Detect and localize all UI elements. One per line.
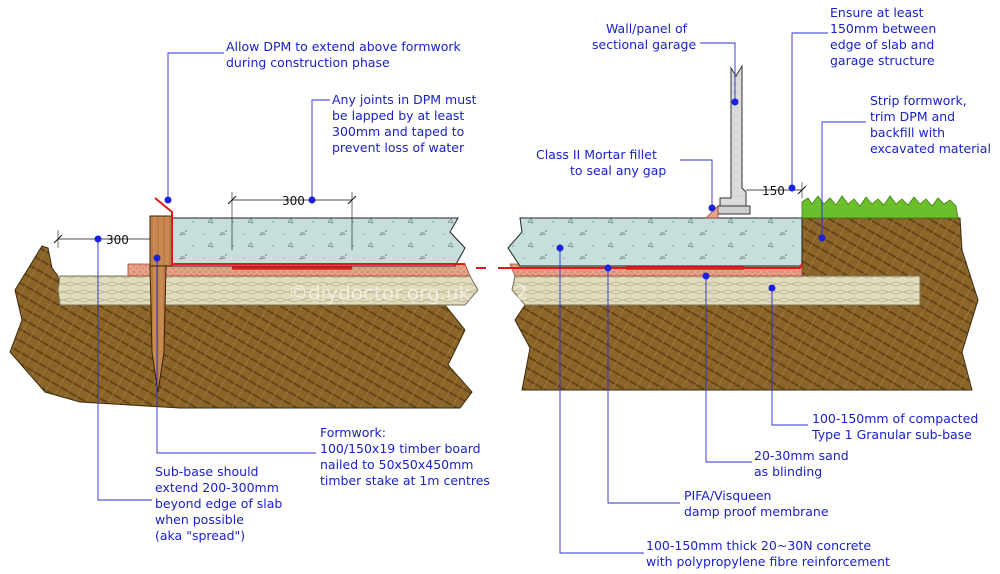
subbase-extend-line-3: beyond edge of slab bbox=[155, 496, 282, 511]
mortar-fillet-line-2: to seal any gap bbox=[570, 163, 666, 178]
annotation-membrane: PIFA/Visqueen damp proof membrane bbox=[684, 488, 829, 519]
soil-left bbox=[9, 245, 473, 409]
grass bbox=[801, 195, 959, 219]
dpm-right bbox=[498, 263, 803, 269]
subbase-extend-line-2: extend 200-300mm bbox=[155, 480, 279, 495]
dpm-left bbox=[154, 197, 465, 265]
strip-formwork-line-4: excavated material bbox=[870, 141, 991, 156]
formwork-line-4: timber stake at 1m centres bbox=[320, 473, 490, 488]
membrane-line-2: damp proof membrane bbox=[684, 504, 829, 519]
wall-base-plate bbox=[717, 205, 751, 215]
timber-stake bbox=[149, 265, 167, 393]
strip-formwork-line-2: trim DPM and bbox=[870, 109, 955, 124]
dpm-joints-line-2: be lapped by at least bbox=[332, 108, 464, 123]
dim-300-left: 300 bbox=[106, 233, 129, 247]
annotation-formwork: Formwork: 100/150x19 timber board nailed… bbox=[320, 425, 490, 488]
left-section bbox=[9, 197, 479, 409]
subbase-extend-line-5: (aka "spread") bbox=[155, 528, 245, 543]
subbase-extend-line-4: when possible bbox=[155, 512, 244, 527]
membrane-line-1: PIFA/Visqueen bbox=[684, 488, 771, 503]
annotation-dpm-joints: Any joints in DPM must be lapped by at l… bbox=[332, 92, 477, 155]
ensure-150-line-2: 150mm between bbox=[830, 21, 936, 36]
dim-subbase-spread: 300 bbox=[53, 230, 150, 248]
concrete-left bbox=[171, 217, 466, 267]
sand-blinding-line-1: 20-30mm sand bbox=[754, 448, 849, 463]
sand-blinding-line-2: as blinding bbox=[754, 464, 822, 479]
ensure-150-line-3: edge of slab and bbox=[830, 37, 934, 52]
annotation-allow-dpm: Allow DPM to extend above formwork durin… bbox=[226, 39, 462, 70]
annotation-subbase-extend: Sub-base should extend 200-300mm beyond … bbox=[155, 464, 282, 543]
ensure-150-line-4: garage structure bbox=[830, 53, 935, 68]
subbase-compacted-line-2: Type 1 Granular sub-base bbox=[811, 427, 972, 442]
formwork-line-1: Formwork: bbox=[320, 425, 386, 440]
subbase-compacted-line-1: 100-150mm of compacted bbox=[812, 411, 978, 426]
annotation-sand-blinding: 20-30mm sand as blinding bbox=[754, 448, 849, 479]
annotation-mortar-fillet: Class II Mortar fillet to seal any gap bbox=[536, 147, 666, 178]
wall-panel-line-2: sectional garage bbox=[592, 37, 696, 52]
concrete-right bbox=[507, 217, 803, 267]
allow-dpm-line-2: during construction phase bbox=[226, 55, 390, 70]
concrete-line-1: 100-150mm thick 20~30N concrete bbox=[646, 538, 871, 553]
leaders bbox=[94, 32, 866, 554]
watermark: ©diydoctor.org.uk 2012 bbox=[288, 281, 528, 305]
strip-formwork-line-3: backfill with bbox=[870, 125, 945, 140]
annotation-ensure-150: Ensure at least 150mm between edge of sl… bbox=[830, 5, 936, 68]
right-section bbox=[498, 64, 979, 391]
dpm-joints-line-1: Any joints in DPM must bbox=[332, 92, 477, 107]
subbase-right bbox=[511, 275, 921, 306]
dpm-joints-line-3: 300mm and taped to bbox=[332, 124, 464, 139]
garage-wall bbox=[719, 64, 747, 207]
mortar-fillet-line-1: Class II Mortar fillet bbox=[536, 147, 657, 162]
strip-formwork-line-1: Strip formwork, bbox=[870, 93, 967, 108]
concrete-line-2: with polypropylene fibre reinforcement bbox=[646, 554, 890, 569]
annotation-wall-panel: Wall/panel of sectional garage bbox=[592, 21, 696, 52]
formwork-line-3: nailed to 50x50x450mm bbox=[320, 457, 473, 472]
dim-150: 150 bbox=[762, 184, 785, 198]
dim-300-top: 300 bbox=[282, 194, 305, 208]
wall-panel-line-1: Wall/panel of bbox=[606, 21, 688, 36]
formwork-line-2: 100/150x19 timber board bbox=[320, 441, 481, 456]
dim-dpm-overlap: 300 bbox=[227, 192, 357, 250]
subbase-extend-line-1: Sub-base should bbox=[155, 464, 259, 479]
allow-dpm-line-1: Allow DPM to extend above formwork bbox=[226, 39, 462, 54]
dpm-joints-line-4: prevent loss of water bbox=[332, 140, 465, 155]
annotation-concrete: 100-150mm thick 20~30N concrete with pol… bbox=[646, 538, 890, 569]
dim-wall-clearance: 150 bbox=[746, 182, 807, 198]
annotation-subbase-compacted: 100-150mm of compacted Type 1 Granular s… bbox=[811, 411, 978, 442]
ensure-150-line-1: Ensure at least bbox=[830, 5, 924, 20]
annotation-strip-formwork: Strip formwork, trim DPM and backfill wi… bbox=[870, 93, 991, 156]
timber-board bbox=[149, 215, 173, 267]
